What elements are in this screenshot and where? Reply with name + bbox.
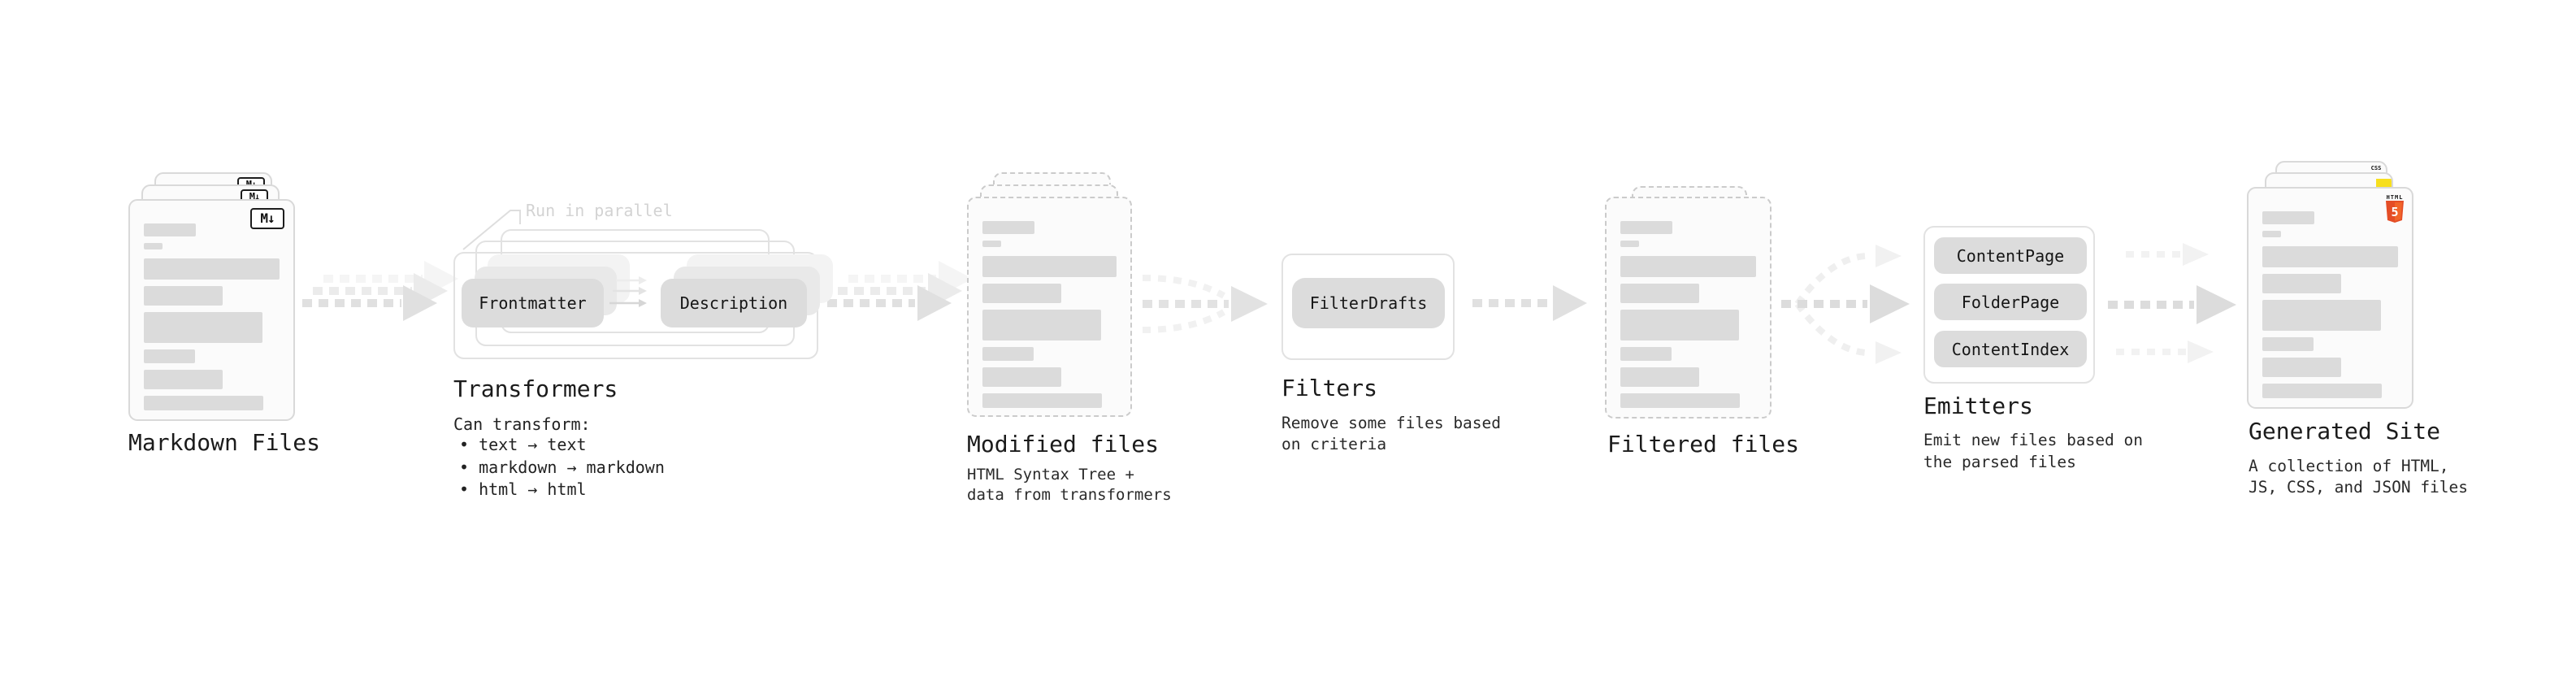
transformers-note-title: Can transform: xyxy=(453,414,591,434)
javascript-icon xyxy=(2376,179,2392,189)
html5-icon: HTML 5 xyxy=(2384,194,2405,227)
markdown-icon: M↓ xyxy=(250,208,284,229)
stage-label-markdown-files: Markdown Files xyxy=(128,429,321,456)
arrow-modified-to-filters xyxy=(1142,275,1268,333)
filter-node-filterdrafts: FilterDrafts xyxy=(1292,278,1445,328)
stage-label-modified-files: Modified files xyxy=(967,431,1160,458)
markdown-file-card-front: M↓ xyxy=(128,199,295,421)
transformer-node-frontmatter: Frontmatter xyxy=(462,279,604,327)
arrow-emitters-to-site xyxy=(2108,243,2236,363)
stage-label-transformers: Transformers xyxy=(453,375,618,402)
stage-label-emitters: Emitters xyxy=(1923,393,2033,419)
transformer-node-description: Description xyxy=(661,279,807,327)
transformers-bullet-list: • text → text • markdown → markdown • ht… xyxy=(459,435,665,499)
stage-label-filtered-files: Filtered files xyxy=(1607,431,1800,458)
arrow-markdown-to-transformers xyxy=(302,261,458,321)
site-file-card-html: HTML 5 xyxy=(2247,187,2413,409)
emitter-node-folderpage: FolderPage xyxy=(1934,284,2087,320)
arrow-filtered-to-emitters xyxy=(1781,245,1910,364)
modified-file-card-front xyxy=(967,197,1132,417)
emitter-node-contentindex: ContentIndex xyxy=(1934,331,2087,367)
file-content-skeleton xyxy=(969,198,1130,408)
filters-description: Remove some files based on criteria xyxy=(1281,414,1502,453)
modified-files-description: HTML Syntax Tree + data from transformer… xyxy=(967,466,1172,504)
arrow-transformers-to-modified xyxy=(827,261,973,321)
file-content-skeleton xyxy=(130,201,293,410)
emitters-description: Emit new files based on the parsed files xyxy=(1923,431,2144,471)
filtered-file-card-front xyxy=(1605,197,1772,419)
generated-site-description: A collection of HTML, JS, CSS, and JSON … xyxy=(2249,457,2469,497)
emitter-node-contentpage: ContentPage xyxy=(1934,237,2087,274)
file-content-skeleton xyxy=(2249,189,2412,398)
run-in-parallel-annotation: Run in parallel xyxy=(526,201,673,220)
stage-label-generated-site: Generated Site xyxy=(2249,418,2441,445)
arrow-filters-to-filtered xyxy=(1472,285,1587,321)
stage-label-filters: Filters xyxy=(1281,375,1378,401)
file-content-skeleton xyxy=(1607,198,1770,408)
parallel-mini-arrows xyxy=(609,276,647,307)
annotation-leader-line xyxy=(462,210,521,250)
svg-text:5: 5 xyxy=(2391,205,2398,219)
